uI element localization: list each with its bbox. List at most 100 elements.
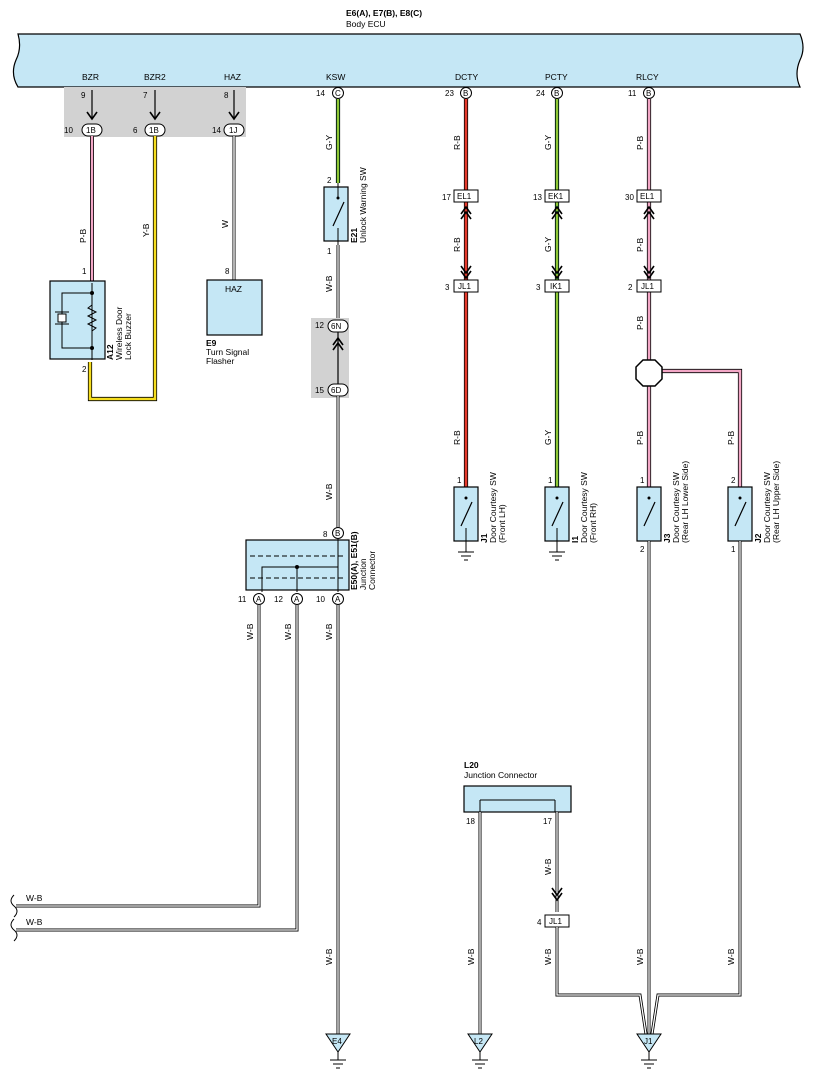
arrow-bzr2: [149, 111, 161, 121]
svg-text:12: 12: [274, 595, 283, 604]
svg-text:2: 2: [628, 283, 633, 292]
svg-text:R-B: R-B: [452, 135, 462, 150]
term-haz: HAZ: [224, 72, 241, 82]
svg-text:(Front LH): (Front LH): [497, 504, 507, 543]
svg-text:2: 2: [82, 365, 87, 374]
svg-text:IK1: IK1: [550, 282, 563, 291]
svg-text:W-B: W-B: [635, 948, 645, 965]
ground-j1: [636, 1033, 662, 1053]
svg-text:W-B: W-B: [324, 948, 334, 965]
conn-pcty-ek1: [544, 189, 570, 203]
e9-turn-signal-flasher: [206, 279, 263, 336]
svg-text:12: 12: [315, 321, 324, 330]
svg-text:JL1: JL1: [458, 282, 471, 291]
svg-text:1: 1: [548, 476, 553, 485]
svg-text:Y-B: Y-B: [141, 223, 151, 237]
svg-text:J2: J2: [753, 533, 763, 543]
svg-text:13: 13: [533, 193, 542, 202]
svg-text:P-B: P-B: [726, 431, 736, 446]
svg-text:P-B: P-B: [635, 316, 645, 331]
svg-text:1: 1: [327, 247, 332, 256]
svg-text:3: 3: [445, 283, 450, 292]
svg-text:6N: 6N: [331, 322, 341, 331]
svg-text:W: W: [220, 220, 230, 228]
svg-text:Junction Connector: Junction Connector: [464, 770, 537, 780]
svg-text:Door Courtesy SW: Door Courtesy SW: [579, 472, 589, 543]
svg-text:L2: L2: [474, 1037, 483, 1046]
svg-text:E4: E4: [332, 1037, 342, 1046]
svg-text:Door Courtesy SW: Door Courtesy SW: [762, 472, 772, 543]
svg-text:1B: 1B: [86, 126, 96, 135]
svg-text:EL1: EL1: [640, 192, 655, 201]
svg-text:G-Y: G-Y: [543, 135, 553, 150]
term-ksw: KSW: [326, 72, 345, 82]
svg-text:17: 17: [442, 193, 451, 202]
svg-text:G-Y: G-Y: [324, 135, 334, 150]
svg-text:23: 23: [445, 89, 454, 98]
svg-text:R-B: R-B: [452, 430, 462, 445]
svg-text:(Rear LH Upper Side): (Rear LH Upper Side): [771, 461, 781, 543]
svg-text:8: 8: [225, 267, 230, 276]
svg-text:J3: J3: [662, 533, 672, 543]
svg-text:1: 1: [457, 476, 462, 485]
svg-text:18: 18: [466, 817, 475, 826]
svg-text:W-B: W-B: [283, 623, 293, 640]
svg-text:W-B: W-B: [466, 948, 476, 965]
svg-text:1: 1: [82, 267, 87, 276]
svg-text:Junction: Junction: [358, 558, 368, 590]
svg-text:24: 24: [536, 89, 545, 98]
term-bzr: BZR: [82, 72, 99, 82]
svg-text:Door Courtesy SW: Door Courtesy SW: [488, 472, 498, 543]
term-bzr2: BZR2: [144, 72, 166, 82]
svg-text:A: A: [294, 595, 300, 604]
wire-bzr-label: P-B: [78, 229, 88, 244]
svg-text:B: B: [646, 89, 651, 98]
svg-text:1: 1: [731, 545, 736, 554]
svg-text:P-B: P-B: [635, 238, 645, 253]
svg-text:14: 14: [316, 89, 325, 98]
l20-code: L20: [464, 760, 479, 770]
splice-point: [635, 359, 663, 387]
ecu-name: Body ECU: [346, 19, 386, 29]
term-pcty: PCTY: [545, 72, 568, 82]
svg-text:(Rear LH Lower Side): (Rear LH Lower Side): [680, 461, 690, 543]
arrow-bzr: [86, 111, 98, 121]
svg-text:E9: E9: [206, 338, 217, 348]
svg-text:17: 17: [543, 817, 552, 826]
e21-unlock-warning-sw: [323, 186, 349, 242]
svg-text:11: 11: [238, 595, 247, 604]
svg-text:C: C: [335, 89, 341, 98]
svg-text:JL1: JL1: [549, 917, 562, 926]
svg-text:1J: 1J: [229, 126, 237, 135]
term-rlcy: RLCY: [636, 72, 659, 82]
svg-text:2: 2: [327, 176, 332, 185]
svg-text:W-B: W-B: [26, 893, 43, 903]
conn-rlcy-el1: [636, 189, 662, 203]
svg-text:J1: J1: [479, 533, 489, 543]
svg-text:W-B: W-B: [543, 948, 553, 965]
conn-pcty-ik1: [544, 279, 570, 293]
svg-text:14: 14: [212, 126, 221, 135]
a12-code: A12: [105, 344, 115, 360]
conn-dcty-el1: [453, 189, 479, 203]
l20-junction-connector: [463, 785, 572, 813]
svg-text:I1: I1: [570, 536, 580, 543]
svg-text:7: 7: [143, 91, 148, 100]
svg-text:15: 15: [315, 386, 324, 395]
svg-text:W-B: W-B: [324, 623, 334, 640]
svg-text:J1: J1: [644, 1037, 653, 1046]
term-dcty: DCTY: [455, 72, 478, 82]
svg-text:11: 11: [628, 89, 637, 98]
svg-text:6: 6: [133, 126, 138, 135]
svg-text:Unlock Warning SW: Unlock Warning SW: [358, 167, 368, 243]
svg-text:W-B: W-B: [245, 623, 255, 640]
ecu-code: E6(A), E7(B), E8(C): [346, 8, 422, 18]
ground-l2: [467, 1033, 493, 1053]
svg-text:10: 10: [316, 595, 325, 604]
svg-text:2: 2: [640, 545, 645, 554]
svg-text:Wireless Door: Wireless Door: [114, 306, 124, 360]
svg-text:6D: 6D: [331, 386, 341, 395]
pin-bzr-jb: 10: [64, 126, 73, 135]
svg-text:1: 1: [640, 476, 645, 485]
